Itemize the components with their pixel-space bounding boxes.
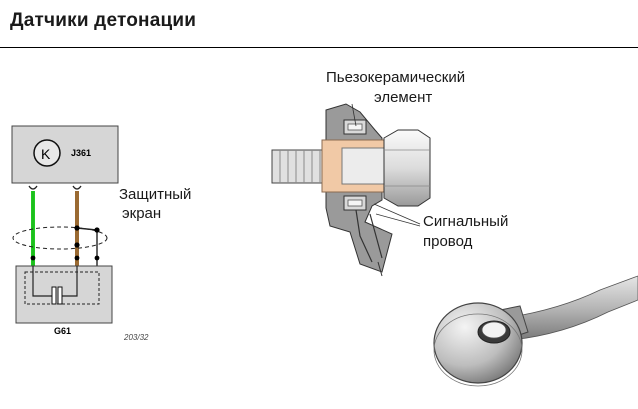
figure-code: 203/32 (124, 333, 149, 342)
ecu-code: J361 (71, 148, 92, 158)
ecu-pin-1 (28, 185, 38, 190)
wire-label-line1: Сигнальный (423, 213, 509, 230)
knock-sensor-illustration (433, 275, 638, 387)
shield-label-line1: Защитный (119, 186, 192, 203)
sensor-block (15, 265, 113, 324)
ecu-symbol: K (41, 146, 51, 162)
shield-ellipse (12, 226, 108, 250)
piezo-label-line2: элемент (374, 89, 433, 106)
piezo-label-line1: Пьезокерамический (326, 69, 466, 86)
wire-label-line2: провод (423, 233, 473, 250)
sensor-code: G61 (54, 326, 72, 336)
sensor-cross-section (271, 103, 431, 277)
ecu-pin-2 (72, 185, 82, 190)
shield-label-line2: экран (122, 205, 162, 222)
ecu-block (11, 125, 119, 184)
page-title: Датчики детонации (10, 10, 197, 31)
title-divider (0, 47, 638, 48)
ecu-symbol-circle (33, 139, 61, 167)
